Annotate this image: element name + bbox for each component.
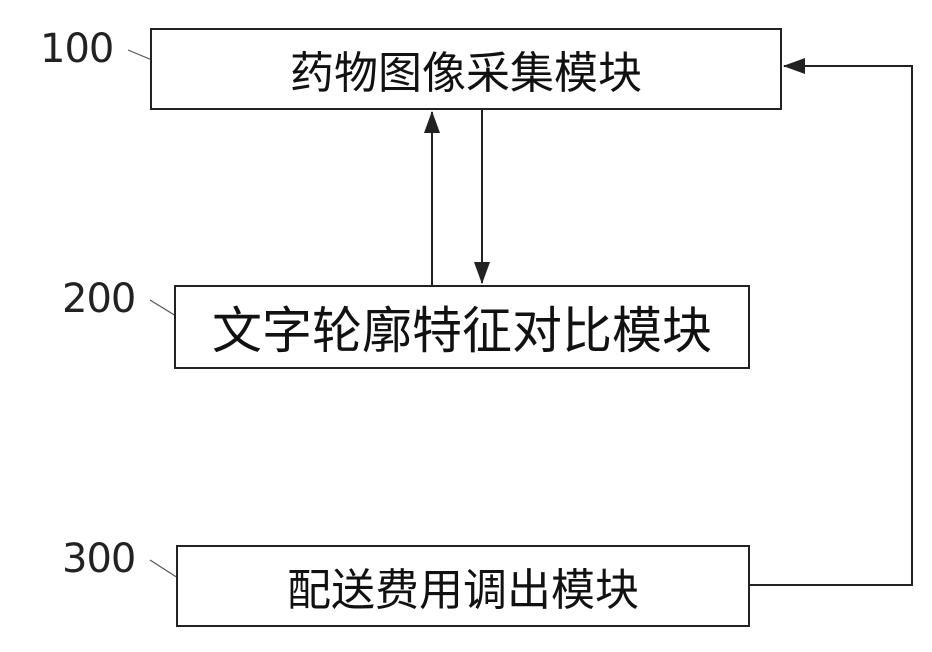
leader-line-300 (150, 560, 178, 578)
leader-line-200 (150, 300, 176, 316)
module-100-ref-number: 100 (40, 26, 113, 72)
module-300-box: 配送费用调出模块 (176, 545, 750, 627)
module-300-label: 配送费用调出模块 (287, 554, 639, 618)
module-200-ref-number: 200 (62, 276, 135, 322)
arrow-300-to-100 (750, 66, 912, 585)
module-300-ref-number: 300 (62, 536, 135, 582)
module-200-label: 文字轮廓特征对比模块 (212, 291, 712, 363)
leader-line-100 (128, 50, 152, 60)
module-100-label: 药物图像采集模块 (290, 37, 642, 101)
module-200-box: 文字轮廓特征对比模块 (174, 285, 750, 369)
module-100-box: 药物图像采集模块 (150, 28, 782, 110)
